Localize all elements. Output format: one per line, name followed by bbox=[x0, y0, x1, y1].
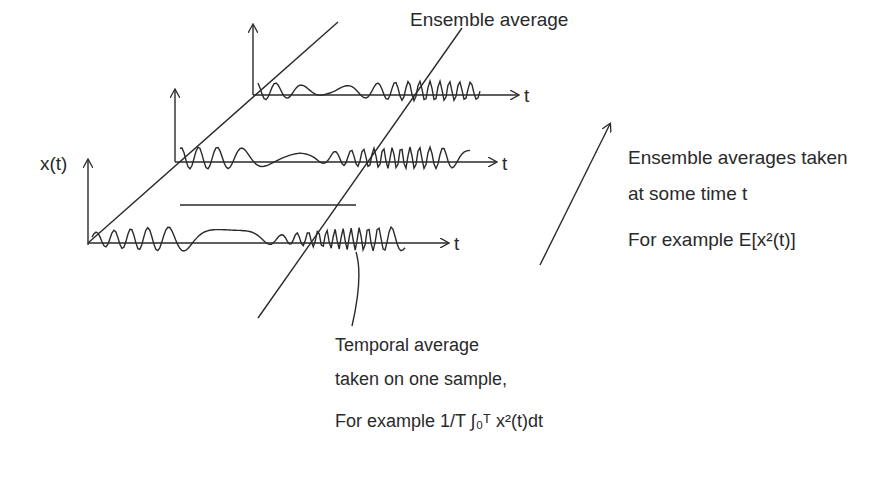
formula-note: For example 1/T ∫₀ᵀ x²(t)dt bbox=[335, 404, 665, 438]
diagonal-line bbox=[88, 22, 338, 243]
annotation-note: Ensemble averages taken at some time t bbox=[628, 140, 868, 212]
average-bar bbox=[180, 204, 356, 205]
axis-label: t bbox=[524, 78, 544, 114]
signal-wave bbox=[180, 147, 470, 169]
ensemble-heading: Ensemble average bbox=[410, 2, 610, 38]
axis bbox=[252, 25, 253, 95]
axis bbox=[87, 160, 88, 245]
ensemble-cut-line bbox=[258, 28, 462, 318]
formula-note: For example E[x²(t)] bbox=[628, 222, 878, 258]
signal-wave bbox=[92, 227, 405, 251]
axis bbox=[174, 90, 175, 162]
axis-label: t bbox=[502, 146, 522, 182]
axis-label: t bbox=[454, 226, 474, 262]
annotation-note: Temporal average taken on one sample, bbox=[335, 328, 525, 396]
axis-label: x(t) bbox=[40, 146, 90, 182]
leader-line bbox=[352, 252, 359, 326]
pointer-line bbox=[540, 124, 610, 265]
signal-wave bbox=[258, 81, 480, 101]
